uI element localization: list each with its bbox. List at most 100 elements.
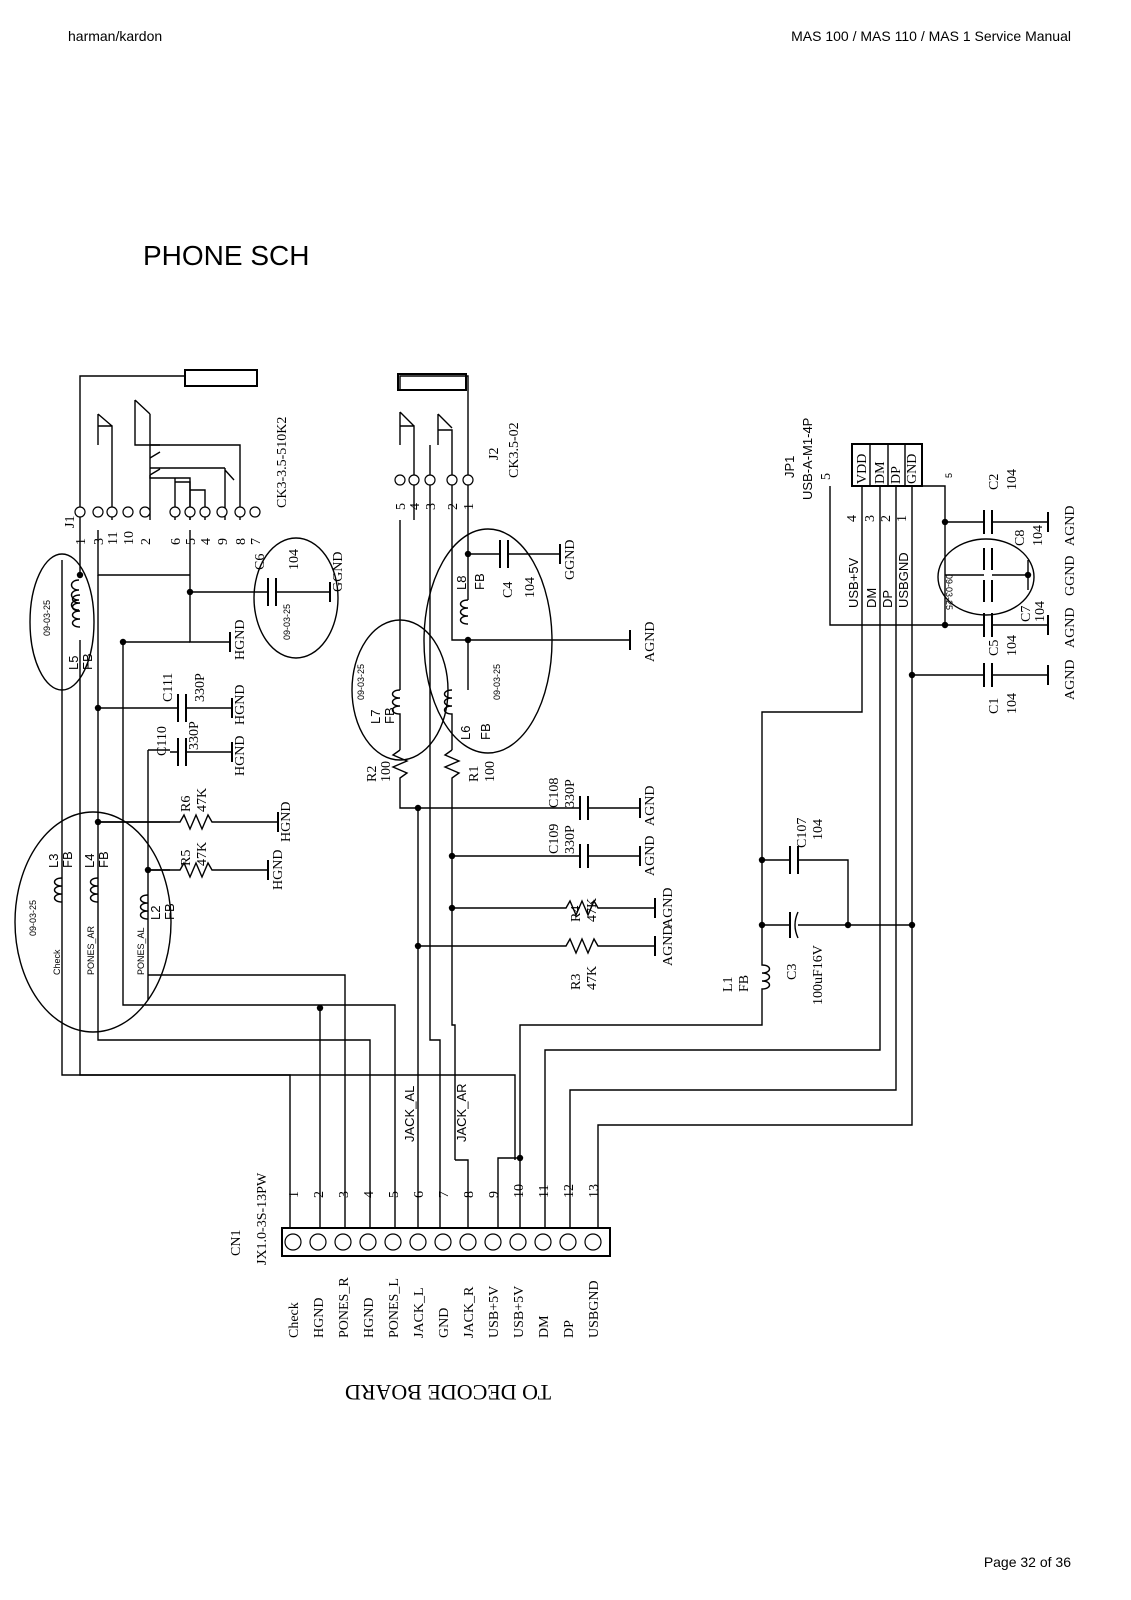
junction-dot xyxy=(464,550,472,558)
c107-ref: C107 xyxy=(795,818,810,848)
check-net-label: Check xyxy=(52,949,62,975)
r4-gnd: AGND xyxy=(661,888,676,928)
c4-gnd: GGND xyxy=(563,540,578,580)
bottom-note: TO DECODE BOARD xyxy=(345,1380,551,1405)
ggnd-label: GGND xyxy=(331,552,346,592)
page-title: PHONE SCH xyxy=(143,240,310,271)
r3-gnd: AGND xyxy=(661,926,676,966)
c3-ref: C3 xyxy=(785,964,800,980)
cn1-signal-label: GND xyxy=(437,1308,452,1338)
page-number: Page 32 of 36 xyxy=(983,1554,1071,1570)
j1-part: CK3-3.5-510K2 xyxy=(275,417,290,508)
j2-pin-number: 3 xyxy=(424,503,439,510)
cn1-pin xyxy=(559,1233,577,1251)
junction-dot xyxy=(758,921,766,929)
cn1-signal-label: DM xyxy=(537,1315,552,1338)
j2-pin-number: 1 xyxy=(462,503,477,510)
cn1-pin-number: 7 xyxy=(437,1191,452,1198)
revision-ellipse xyxy=(29,553,95,691)
capacitor-c111: C111 330P HGND xyxy=(161,673,248,725)
r6-gnd: HGND xyxy=(279,802,294,842)
junction-dot xyxy=(414,942,422,950)
junction-dot xyxy=(414,804,422,812)
cn1-ref: CN1 xyxy=(229,1230,244,1256)
resistor-r6: R6 47K HGND xyxy=(98,788,294,842)
cn1-signal-label: JACK_R xyxy=(462,1286,477,1338)
cn1-signal-label: PONES_R xyxy=(337,1277,352,1338)
junction-dot xyxy=(119,638,127,646)
j2-pin xyxy=(446,474,458,486)
cn1-signal-label: HGND xyxy=(312,1298,327,1338)
j1-pin-number: 2 xyxy=(139,538,154,545)
j2-pin-number: 2 xyxy=(446,503,461,510)
header-manual-title: MAS 100 / MAS 110 / MAS 1 Service Manual xyxy=(791,28,1071,44)
r2-ref: R2 xyxy=(365,766,380,782)
junction-dot xyxy=(94,704,102,712)
inductor-l3: L3 FB xyxy=(46,851,75,903)
usb-power-filter xyxy=(497,846,912,1160)
j2-pin xyxy=(462,474,474,486)
cn1-pin xyxy=(534,1233,552,1251)
cn1-pin xyxy=(484,1233,502,1251)
c108-gnd-b: AGND xyxy=(643,836,658,876)
j2-pin xyxy=(408,474,420,486)
r4-ref: R4 xyxy=(569,906,584,922)
c111-ref: C111 xyxy=(161,673,176,702)
c111-val: 330P xyxy=(193,673,208,702)
cn1-pin xyxy=(409,1233,427,1251)
cn1-pin xyxy=(584,1233,602,1251)
c8-gnd: GGND xyxy=(1063,556,1078,596)
cn1-pin xyxy=(384,1233,402,1251)
junction-dot xyxy=(144,866,152,874)
r4-val: 47K xyxy=(585,898,600,922)
c6-val: 104 xyxy=(287,549,302,570)
c1-ref: C1 xyxy=(987,698,1002,714)
l4-ref: L4 xyxy=(82,854,97,868)
junction-dot xyxy=(516,1154,524,1162)
l8-val: FB xyxy=(472,573,487,590)
jp1-sig-gnd: GND xyxy=(905,454,920,484)
header-brand: harman/kardon xyxy=(68,28,163,44)
cn1-signal-label: Check xyxy=(287,1302,302,1338)
junction-dot xyxy=(76,571,84,579)
jp1-pin-1: 1 xyxy=(895,515,910,522)
revision-ellipse xyxy=(14,811,172,1033)
revision-date: 09-03-25 xyxy=(492,664,502,700)
j2-pin xyxy=(424,474,436,486)
cn1-signal-label: HGND xyxy=(362,1298,377,1338)
jp1-pin-4: 4 xyxy=(845,515,860,522)
cn1-pin xyxy=(509,1233,527,1251)
junction-dot xyxy=(94,818,102,826)
junction-dot xyxy=(758,856,766,864)
l1-val: FB xyxy=(737,975,752,992)
c8-ref: C8 xyxy=(1013,530,1028,546)
c1-val: 104 xyxy=(1005,693,1020,714)
c2-val: 104 xyxy=(1005,469,1020,490)
junction-dot xyxy=(448,852,456,860)
c5-ref: C5 xyxy=(987,640,1002,656)
j1-pin xyxy=(122,506,134,518)
l4-val: FB xyxy=(96,851,111,868)
j1-pin xyxy=(234,506,246,518)
junction-dot xyxy=(464,636,472,644)
junction-dot xyxy=(908,671,916,679)
agnd-label: AGND xyxy=(643,622,658,662)
cn1-pin xyxy=(334,1233,352,1251)
revision-ellipse xyxy=(423,528,553,754)
c7-val: 104 xyxy=(1033,601,1048,622)
jp1-sig-vdd: VDD xyxy=(855,454,870,484)
cn1-pin xyxy=(359,1233,377,1251)
jp1-pin-3: 3 xyxy=(863,515,878,522)
junction-dot xyxy=(941,621,949,629)
r3-ref: R3 xyxy=(569,974,584,990)
c3-val: 100uF16V xyxy=(811,945,826,1005)
j1-wiring xyxy=(61,530,516,1160)
junction-dot xyxy=(186,588,194,596)
revision-date: 09-03-25 xyxy=(42,600,52,636)
j2-pin-number: 4 xyxy=(408,503,423,510)
j1-pin-number: 9 xyxy=(216,538,231,545)
inductor-l2: L2 FB xyxy=(139,894,177,920)
revision-date: 09-03-25 xyxy=(28,900,38,936)
r3-val: 47K xyxy=(585,966,600,990)
